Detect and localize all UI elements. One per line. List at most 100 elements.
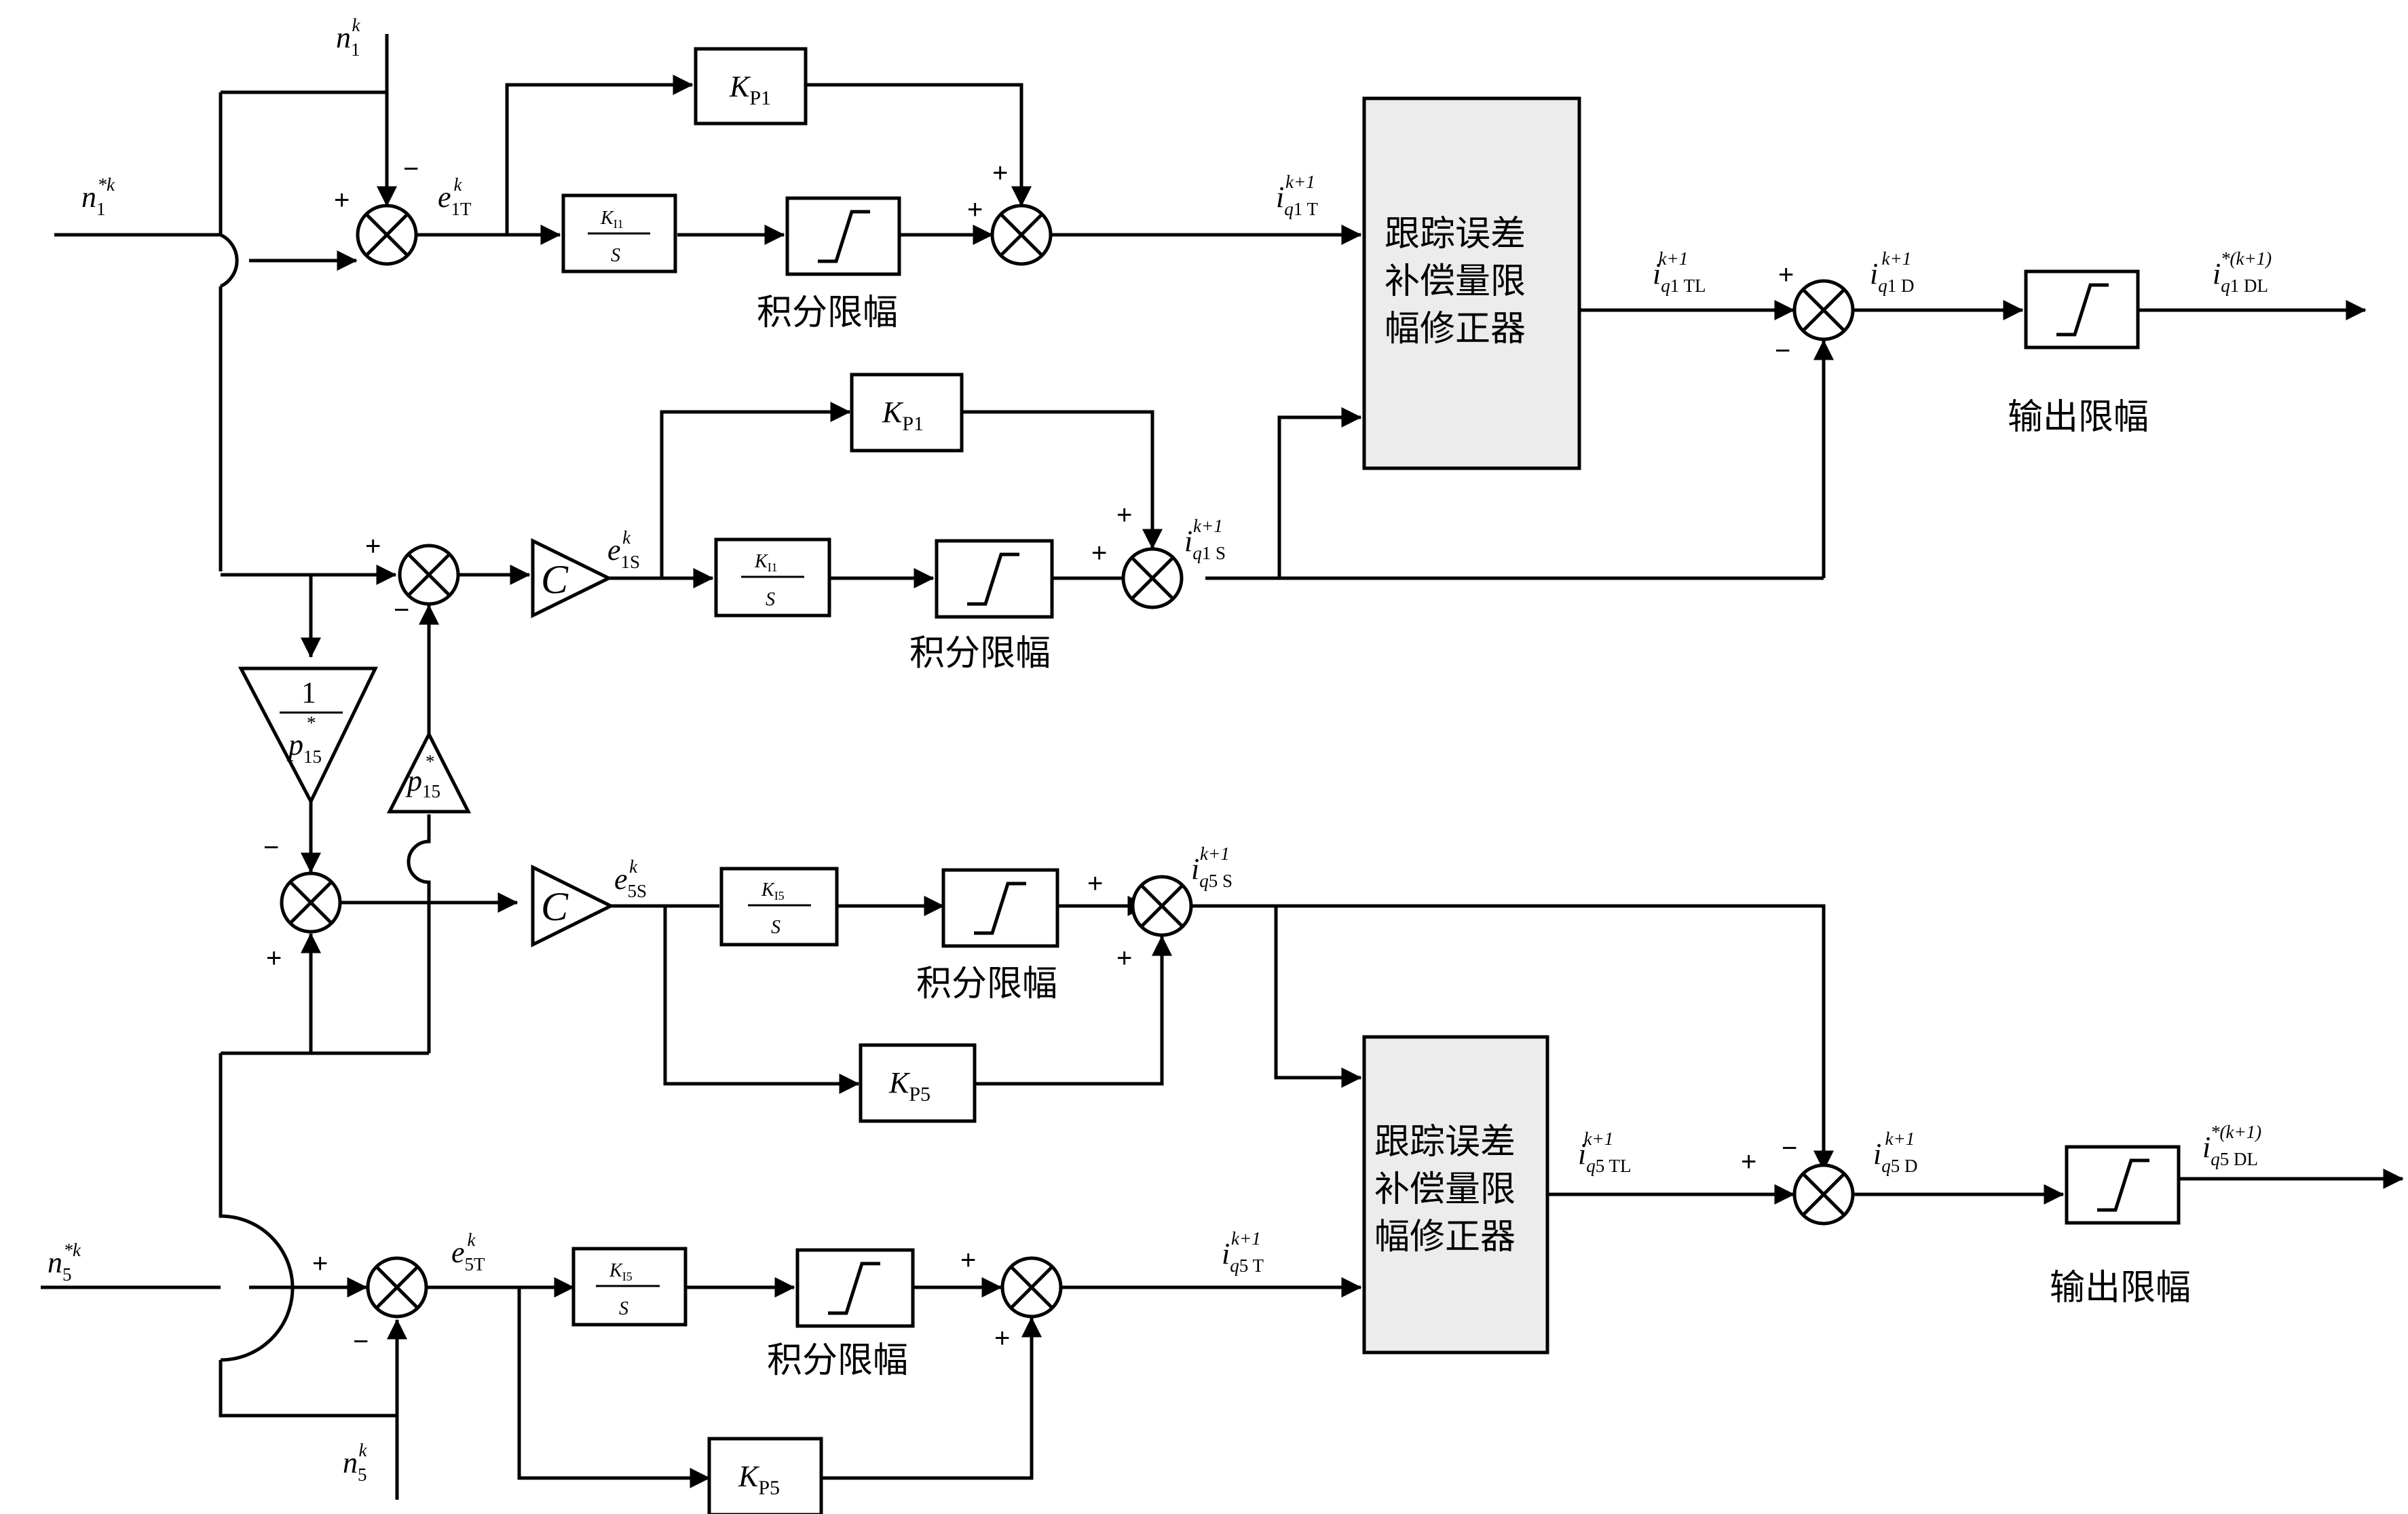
n5-star-k-label: n5*k — [48, 1240, 81, 1285]
ki1-integrator-block-top: KI1 S — [561, 193, 677, 273]
svg-text:KI5: KI5 — [761, 879, 785, 903]
sum-junction-iq5T — [1000, 1256, 1063, 1319]
svg-text:S: S — [771, 917, 780, 938]
sum-junction-e5S — [280, 871, 342, 934]
inverse-p15-gain-triangle: 1 p15* — [238, 666, 378, 806]
svg-text:+: + — [365, 531, 381, 561]
sum-junction-e5T — [366, 1256, 428, 1319]
svg-text:−: − — [263, 833, 279, 863]
svg-text:幅修正器: 幅修正器 — [1374, 1217, 1516, 1257]
iq1TL-label: iq1 TLk+1 — [1653, 248, 1706, 296]
iq5TL-label: iq5 TLk+1 — [1578, 1129, 1631, 1176]
iq5D-label: iq5 Dk+1 — [1873, 1129, 1917, 1176]
integral-limit-label-3: 积分限幅 — [916, 964, 1057, 1004]
e1T-k-label: e1Tk — [438, 174, 472, 219]
svg-text:+: + — [994, 1323, 1010, 1353]
kp1-gain-block-top: KP1 — [694, 47, 808, 126]
svg-text:p15*: p15* — [405, 751, 440, 801]
e1S-k-label: e1Sk — [607, 527, 640, 572]
svg-text:1: 1 — [301, 676, 316, 709]
svg-text:+: + — [992, 158, 1008, 188]
e5S-k-label: e5Sk — [614, 856, 647, 901]
svg-text:跟踪误差: 跟踪误差 — [1374, 1122, 1516, 1162]
svg-text:补偿量限: 补偿量限 — [1385, 261, 1526, 302]
integral-limiter-second — [935, 539, 1054, 619]
svg-text:补偿量限: 补偿量限 — [1374, 1169, 1516, 1210]
svg-text:KI1: KI1 — [600, 208, 624, 231]
integral-limiter-top — [785, 196, 901, 276]
output-limiter-bottom — [2065, 1145, 2181, 1225]
iq1D-label: iq1 Dk+1 — [1870, 248, 1914, 296]
e5T-k-label: e5Tk — [451, 1230, 485, 1274]
svg-text:+: + — [266, 943, 282, 973]
c-gain-triangle-third: C — [531, 864, 615, 948]
signal-wires — [41, 34, 2404, 1500]
svg-text:C: C — [541, 884, 569, 929]
iq1DL-label: iq1 DL*(k+1) — [2213, 248, 2272, 296]
kp5-gain-block-bottom: KP5 — [707, 1437, 823, 1514]
svg-text:+: + — [967, 195, 983, 225]
svg-text:−: − — [1775, 336, 1790, 366]
iq5T-label: iq5 Tk+1 — [1222, 1228, 1264, 1276]
svg-text:+: + — [1741, 1147, 1756, 1177]
svg-text:+: + — [312, 1249, 328, 1279]
junction-signs: + − + + + − + − + + − + + + + − + − + + — [263, 154, 1797, 1357]
integral-limit-label-2: 积分限幅 — [909, 633, 1051, 674]
n1-k-label: n1k — [336, 15, 361, 60]
integral-limiter-third — [941, 868, 1059, 948]
integral-limiter-bottom — [795, 1248, 915, 1328]
n5-k-label: n5k — [343, 1440, 368, 1485]
output-limit-label-1: 输出限幅 — [2008, 397, 2149, 438]
n1-star-k-label: n1*k — [81, 174, 115, 219]
sum-junction-iq5D — [1792, 1163, 1855, 1226]
tracking-error-compensator-bottom: 跟踪误差 补偿量限 幅修正器 — [1362, 1035, 1549, 1355]
sum-junction-iq5S — [1131, 875, 1193, 937]
kp1-gain-block-second: KP1 — [850, 373, 964, 453]
svg-text:+: + — [960, 1245, 976, 1275]
svg-text:KP1: KP1 — [729, 70, 771, 109]
signal-labels: n1k n1*k e1Tk iq1 Tk+1 iq1 TLk+1 iq1 Dk+… — [48, 15, 2272, 1485]
sum-junction-e1T — [356, 204, 418, 266]
tracking-error-compensator-top: 跟踪误差 补偿量限 幅修正器 — [1362, 96, 1581, 470]
integral-limit-label-1: 积分限幅 — [757, 292, 898, 333]
ki1-integrator-block-second: KI1 S — [714, 537, 831, 618]
summing-junctions — [280, 204, 1855, 1319]
svg-text:−: − — [353, 1327, 369, 1357]
sum-junction-iq1T — [990, 204, 1053, 266]
svg-text:S: S — [766, 589, 775, 610]
c-gain-triangle-second: C — [531, 537, 613, 619]
svg-text:+: + — [1087, 869, 1103, 898]
svg-text:KP1: KP1 — [882, 396, 924, 435]
svg-text:幅修正器: 幅修正器 — [1385, 309, 1526, 349]
sum-junction-iq1S — [1121, 547, 1184, 609]
svg-text:−: − — [394, 595, 409, 625]
svg-text:KP5: KP5 — [888, 1066, 930, 1105]
svg-text:+: + — [1116, 500, 1132, 530]
svg-text:跟踪误差: 跟踪误差 — [1385, 214, 1526, 254]
kp5-gain-block-third: KP5 — [859, 1043, 977, 1123]
output-limiter-top — [2024, 269, 2140, 349]
svg-text:+: + — [1091, 538, 1107, 568]
iq5DL-label: iq5 DL*(k+1) — [2202, 1122, 2261, 1169]
svg-text:p15*: p15* — [286, 713, 322, 767]
ki5-integrator-block-bottom: KI5 S — [571, 1247, 688, 1327]
iq1S-label: iq1 Sk+1 — [1184, 516, 1226, 563]
svg-text:C: C — [541, 557, 569, 602]
svg-text:−: − — [1782, 1133, 1797, 1163]
svg-text:KI5: KI5 — [609, 1260, 633, 1283]
ki5-integrator-block-third: KI5 S — [719, 867, 839, 947]
p15-gain-triangle: p15* — [386, 730, 472, 814]
sum-junction-iq1D — [1792, 279, 1855, 341]
integral-limit-label-4: 积分限幅 — [767, 1340, 908, 1381]
iq1T-label: iq1 Tk+1 — [1276, 172, 1318, 219]
svg-text:+: + — [1116, 943, 1132, 973]
svg-text:S: S — [611, 245, 620, 266]
svg-text:−: − — [403, 154, 419, 184]
svg-text:KP5: KP5 — [738, 1460, 780, 1499]
svg-text:+: + — [334, 185, 350, 215]
svg-text:S: S — [619, 1298, 628, 1319]
iq5S-label: iq5 Sk+1 — [1191, 844, 1233, 891]
output-limit-label-2: 输出限幅 — [2050, 1268, 2191, 1308]
svg-text:KI1: KI1 — [754, 551, 778, 574]
